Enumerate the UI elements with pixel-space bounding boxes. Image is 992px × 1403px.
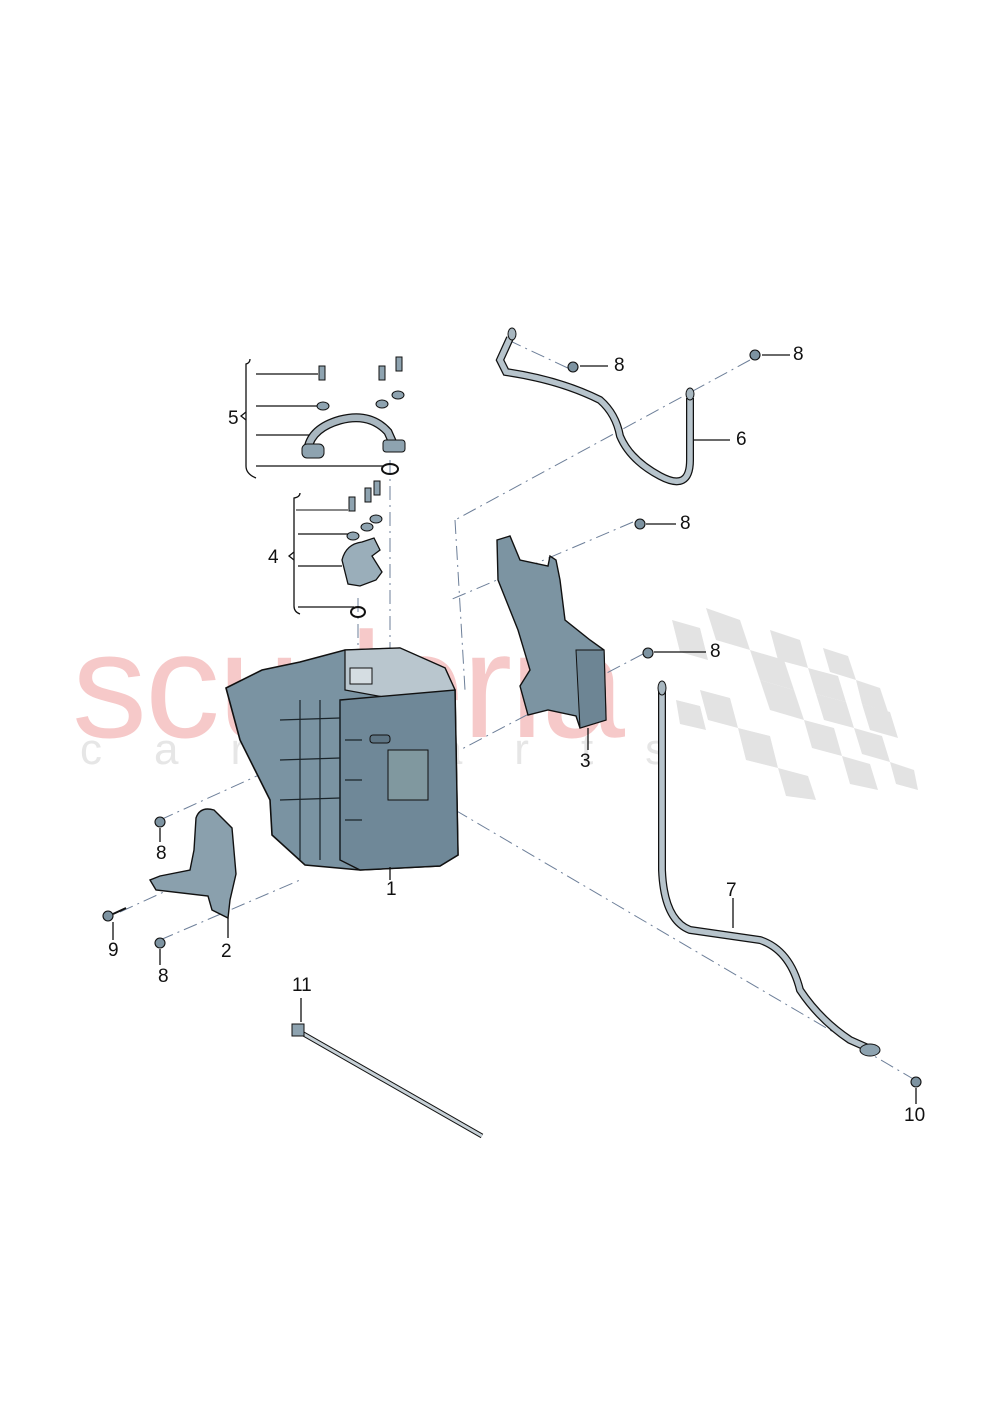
cable-tie [291,998,484,1139]
checkered-flag-watermark [672,608,918,800]
callout-9: 9 [108,940,119,961]
callout-8: 8 [158,966,169,987]
bracket-left [148,808,237,938]
callout-2: 2 [221,941,232,962]
callout-7: 7 [726,880,737,901]
callout-4: 4 [268,547,279,568]
main-unit [225,647,459,880]
bracket-right [496,535,607,750]
callout-6: 6 [736,429,747,450]
callout-8: 8 [156,843,167,864]
callout-10: 10 [904,1105,926,1126]
callout-11: 11 [292,975,312,996]
callout-8: 8 [680,513,691,534]
callout-8: 8 [710,641,721,662]
callout-5: 5 [228,408,239,429]
cable-lower [657,680,881,1057]
callout-3: 3 [580,751,591,772]
callout-1: 1 [386,879,397,900]
callout-8: 8 [793,344,804,365]
coolant-elbow-kit [287,480,383,618]
callout-8: 8 [614,355,625,376]
fasteners [102,349,922,1104]
cable-upper [495,327,730,486]
coolant-pipe-kit [239,356,406,479]
